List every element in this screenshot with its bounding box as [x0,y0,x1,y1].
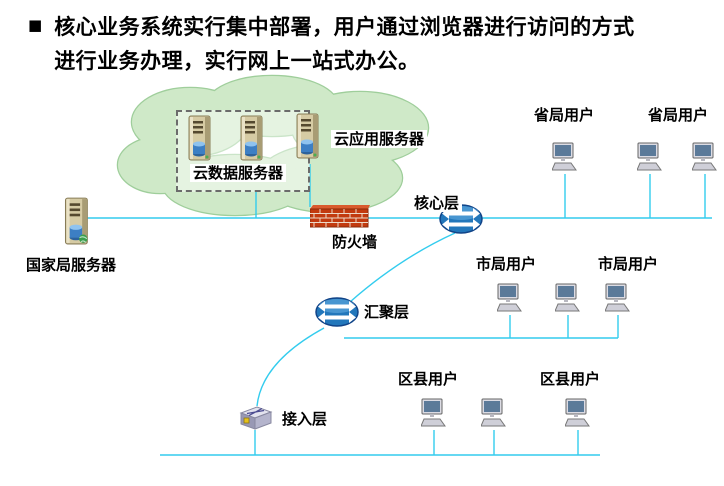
city-user-pc-3 [605,283,631,315]
city-user-label-1: 市局用户 [476,255,537,273]
aggregation-layer-label: 汇聚层 [364,303,410,321]
city-user-pc-2 [555,283,581,315]
access-layer-label: 接入层 [282,410,328,428]
national-server-icon [62,196,94,246]
bullet-line-2: 进行业务办理，实行网上一站式办公。 [54,49,420,73]
core-layer-label: 核心层 [411,194,463,212]
cloud-data-server-icon-2 [238,114,268,162]
connector-lines [85,164,712,456]
district-user-pc-3 [565,398,591,430]
cloud-data-server-icon-1 [186,114,216,162]
district-user-pc-1 [421,398,447,430]
bullet-item: ■ 核心业务系统实行集中部署，用户通过浏览器进行访问的方式 进行业务办理，实行网… [28,10,718,78]
provincial-user-pc-1 [552,142,578,174]
bullet-marker: ■ [28,16,43,34]
aggregation-router-icon [314,295,360,329]
cloud-data-server-label: 云数据服务器 [190,164,287,182]
firewall-label: 防火墙 [332,233,378,251]
city-user-label-2: 市局用户 [598,255,659,273]
city-user-pc-1 [497,283,523,315]
provincial-user-pc-3 [692,142,718,174]
provincial-user-pc-2 [637,142,663,174]
district-user-label-1: 区县用户 [398,370,459,388]
provincial-user-label-1: 省局用户 [534,106,595,124]
cloud-app-server-label: 云应用服务器 [331,130,428,148]
bullet-line-1: 核心业务系统实行集中部署，用户通过浏览器进行访问的方式 [54,15,635,39]
firewall-icon [310,205,370,229]
access-switch-icon [236,404,274,432]
cloud-app-server-icon [294,112,324,160]
national-server-label: 国家局服务器 [26,256,117,274]
provincial-user-label-2: 省局用户 [648,106,709,124]
district-user-label-2: 区县用户 [540,370,601,388]
district-user-pc-2 [481,398,507,430]
